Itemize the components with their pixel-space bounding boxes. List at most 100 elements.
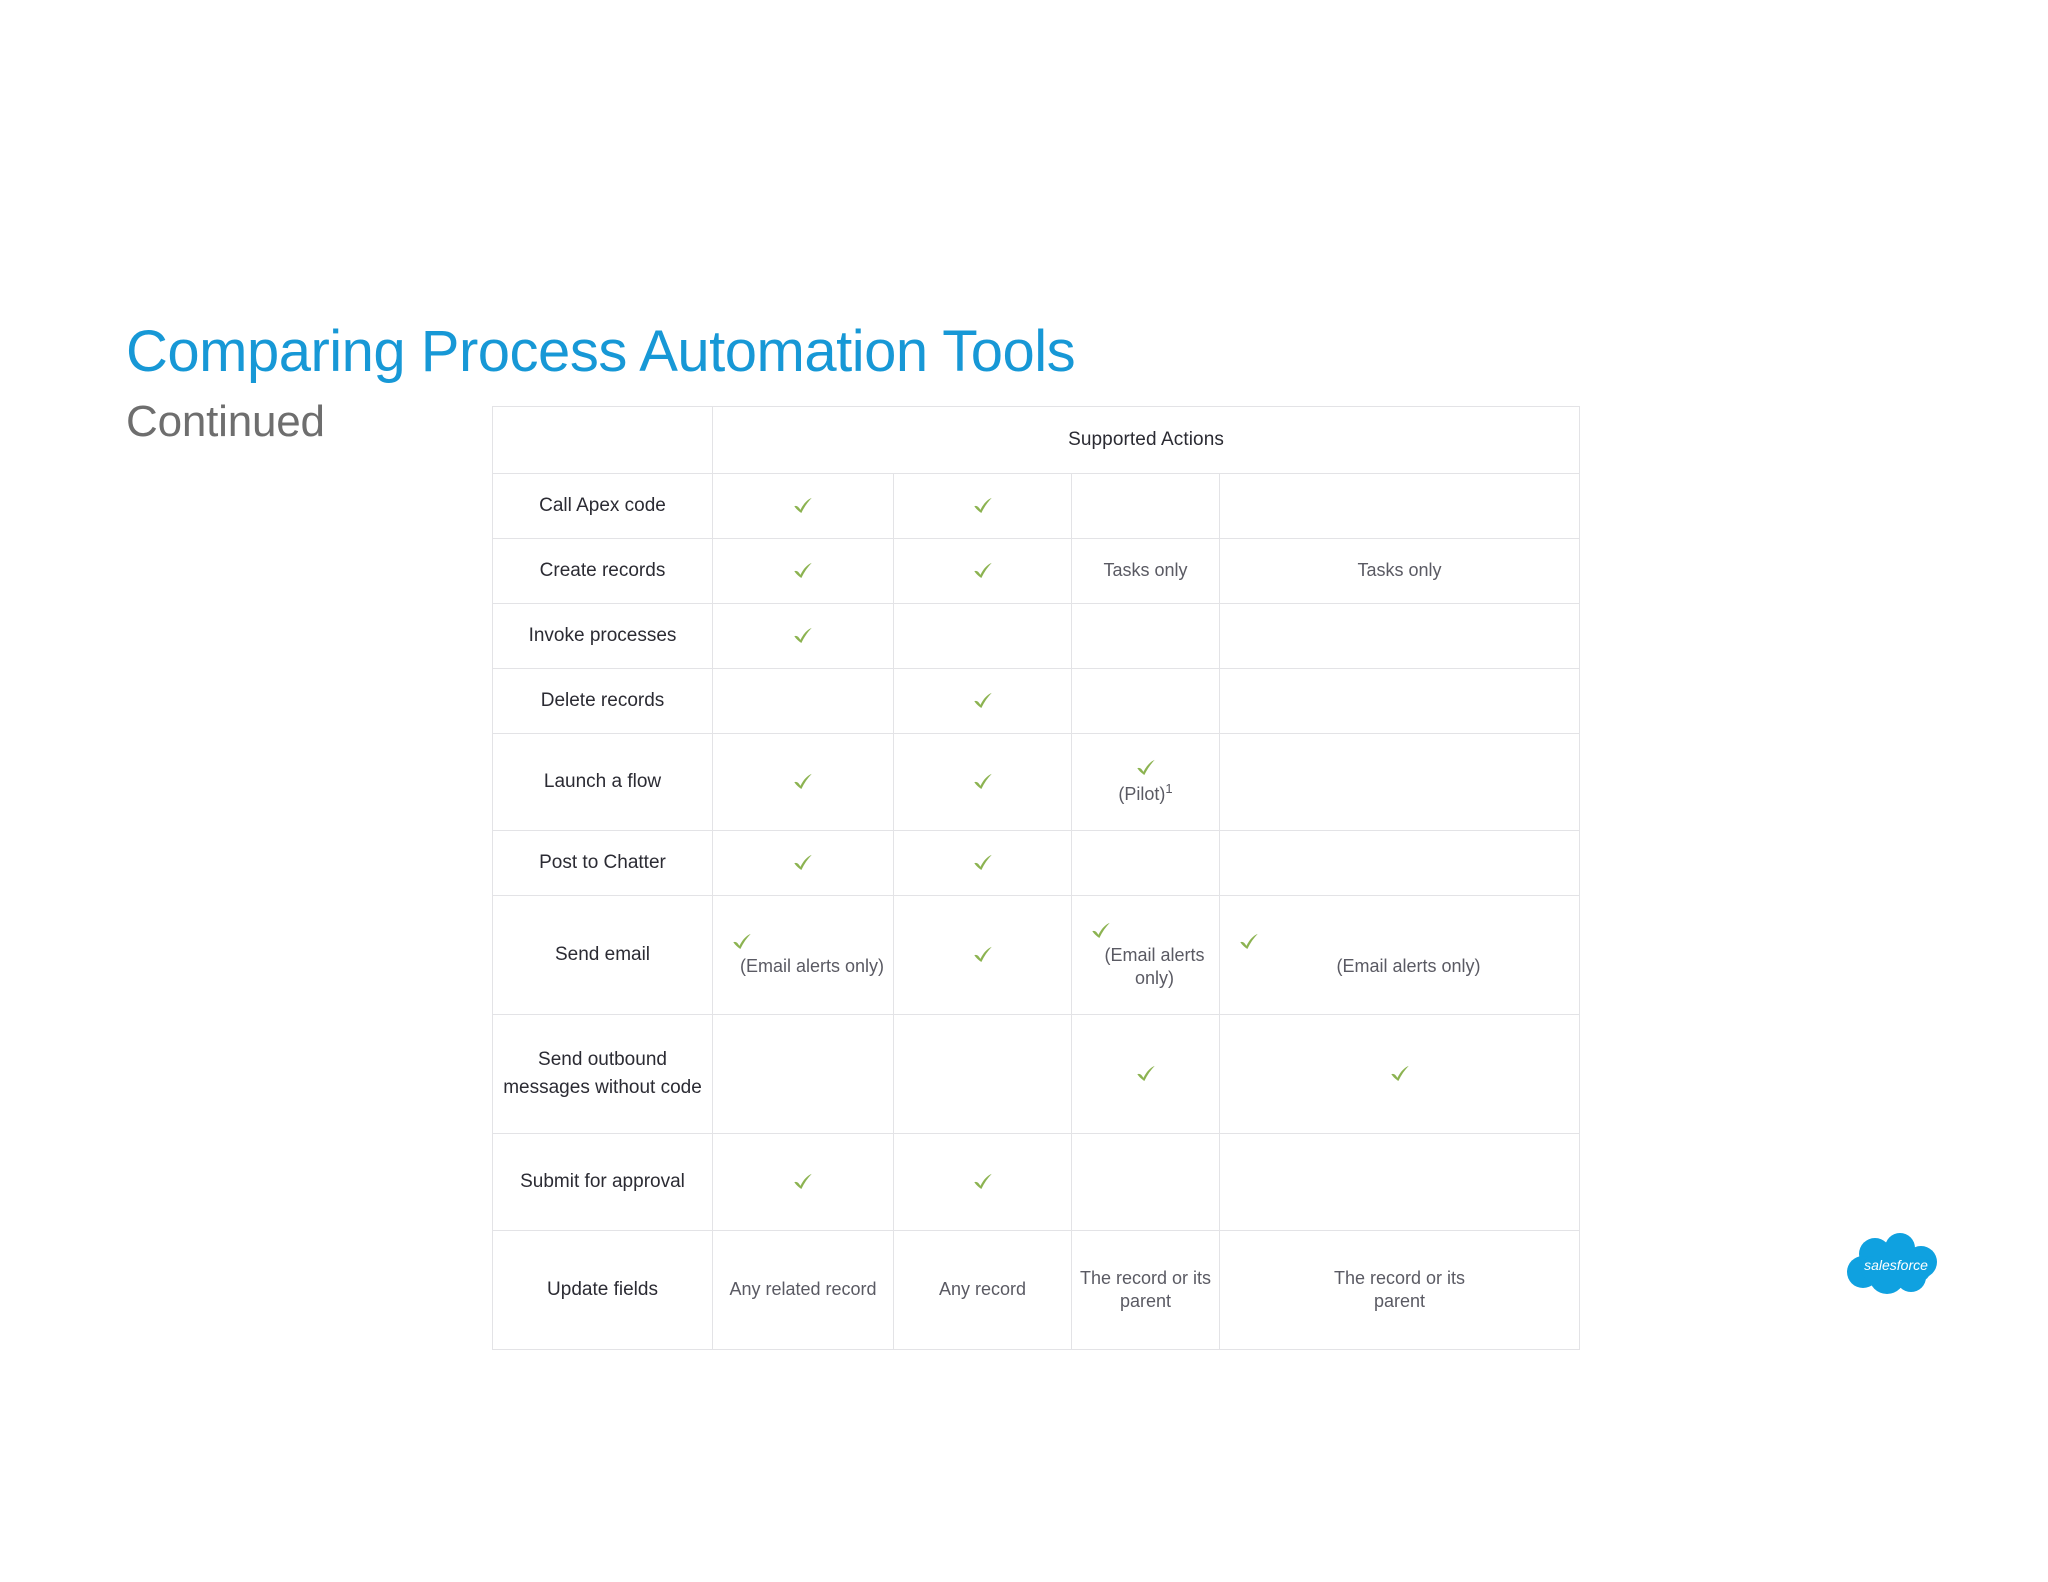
table-cell (1071, 668, 1220, 734)
table-cell (893, 1014, 1072, 1134)
table-cell (893, 668, 1072, 734)
table-cell: (Pilot)1 (1071, 733, 1220, 831)
check-icon (972, 852, 994, 874)
table-row: Launch a flow (Pilot)1 (492, 733, 1581, 831)
table-cell (712, 1014, 894, 1134)
table-row: Submit for approval (492, 1133, 1581, 1231)
table-cell-text: The record or its parent (1333, 1267, 1466, 1311)
table-header-row: Supported Actions (492, 406, 1581, 474)
table-cell (712, 1133, 894, 1231)
table-cell (712, 830, 894, 896)
check-icon (972, 560, 994, 582)
table-cell: Any related record (712, 1230, 894, 1350)
table-cell: Tasks only (1218, 538, 1581, 604)
table-cell (893, 538, 1072, 604)
table-row-label: Submit for approval (492, 1133, 713, 1231)
check-icon (972, 944, 994, 966)
table-row: Send email (Email alerts only) (Email aler… (492, 895, 1581, 1015)
table-row-label: Post to Chatter (492, 830, 713, 896)
table-cell (1071, 1133, 1220, 1231)
table-row-label: Call Apex code (492, 473, 713, 539)
table-cell-text: (Pilot)1 (1118, 781, 1173, 805)
check-icon (792, 852, 814, 874)
check-icon (972, 495, 994, 517)
table-cell: Tasks only (1071, 538, 1220, 604)
check-icon (972, 1171, 994, 1193)
table-row: Create records Tasks only Tasks only (492, 538, 1581, 604)
check-icon (792, 495, 814, 517)
table-cell (1218, 1133, 1581, 1231)
table-cell (893, 733, 1072, 831)
page-title: Comparing Process Automation Tools (126, 319, 1076, 384)
table-header-supported-actions: Supported Actions (711, 406, 1581, 474)
table-cell (1218, 603, 1581, 669)
check-icon (792, 771, 814, 793)
table-cell (893, 1133, 1072, 1231)
check-icon (792, 560, 814, 582)
table-cell: (Email alerts only) (712, 895, 894, 1015)
table-cell (712, 473, 894, 539)
table-row: Send outbound messages without code (492, 1014, 1581, 1134)
table-cell: (Email alerts only) (1218, 895, 1581, 1015)
check-icon (972, 690, 994, 712)
table-cell-text: Any record (938, 1279, 1027, 1300)
table-row: Invoke processes (492, 603, 1581, 669)
table-header-rowlabel (492, 406, 713, 474)
table-cell: Any record (893, 1230, 1072, 1350)
table-cell (1071, 830, 1220, 896)
table-cell-text: Any related record (729, 1279, 877, 1300)
check-icon (1135, 757, 1157, 779)
table-cell (1071, 1014, 1220, 1134)
table-cell (893, 895, 1072, 1015)
table-row-label: Delete records (492, 668, 713, 734)
check-icon (792, 625, 814, 647)
table-cell (1218, 473, 1581, 539)
table-cell (893, 473, 1072, 539)
table-row-label: Send outbound messages without code (492, 1014, 713, 1134)
table-cell (712, 538, 894, 604)
table-row: Delete records (492, 668, 1581, 734)
table-row: Update fields Any related record Any recor… (492, 1230, 1581, 1350)
table-row-label: Launch a flow (492, 733, 713, 831)
table-cell (893, 603, 1072, 669)
salesforce-logo: salesforce (1845, 1232, 1947, 1304)
table-cell (712, 733, 894, 831)
check-icon (1238, 931, 1260, 953)
table-row-label: Send email (492, 895, 713, 1015)
page-subtitle: Continued (126, 397, 325, 446)
table-cell-text: The record or its parent (1079, 1267, 1212, 1311)
table-row-label: Create records (492, 538, 713, 604)
check-icon (1135, 1063, 1157, 1085)
table-row: Call Apex code (492, 473, 1581, 539)
table-cell (712, 603, 894, 669)
salesforce-wordmark: salesforce (1864, 1257, 1928, 1273)
check-icon (1389, 1063, 1411, 1085)
table-cell (893, 830, 1072, 896)
table-cell-text: Tasks only (1357, 560, 1442, 581)
table-cell-text: (Email alerts only) (1336, 956, 1481, 977)
table-header: Supported Actions (492, 406, 1581, 474)
table-cell (1218, 1014, 1581, 1134)
check-icon (792, 1171, 814, 1193)
check-icon (1090, 920, 1112, 942)
table-row-label: Invoke processes (492, 603, 713, 669)
table-cell: The record or its parent (1218, 1230, 1581, 1350)
check-icon (731, 931, 753, 953)
table-row-label: Update fields (492, 1230, 713, 1350)
table-cell (1071, 603, 1220, 669)
table-cell (1071, 473, 1220, 539)
table-cell: The record or its parent (1071, 1230, 1220, 1350)
check-icon (972, 771, 994, 793)
table-cell (1218, 668, 1581, 734)
footnote-marker: 1 (1165, 781, 1173, 797)
table-row: Post to Chatter (492, 830, 1581, 896)
table-cell: (Email alerts only) (1071, 895, 1220, 1015)
table-cell-text: Tasks only (1103, 560, 1188, 581)
table-cell (1218, 733, 1581, 831)
table-cell-text: (Email alerts only) (739, 956, 885, 977)
table-cell-text: (Email alerts only) (1104, 944, 1205, 988)
table-cell (712, 668, 894, 734)
